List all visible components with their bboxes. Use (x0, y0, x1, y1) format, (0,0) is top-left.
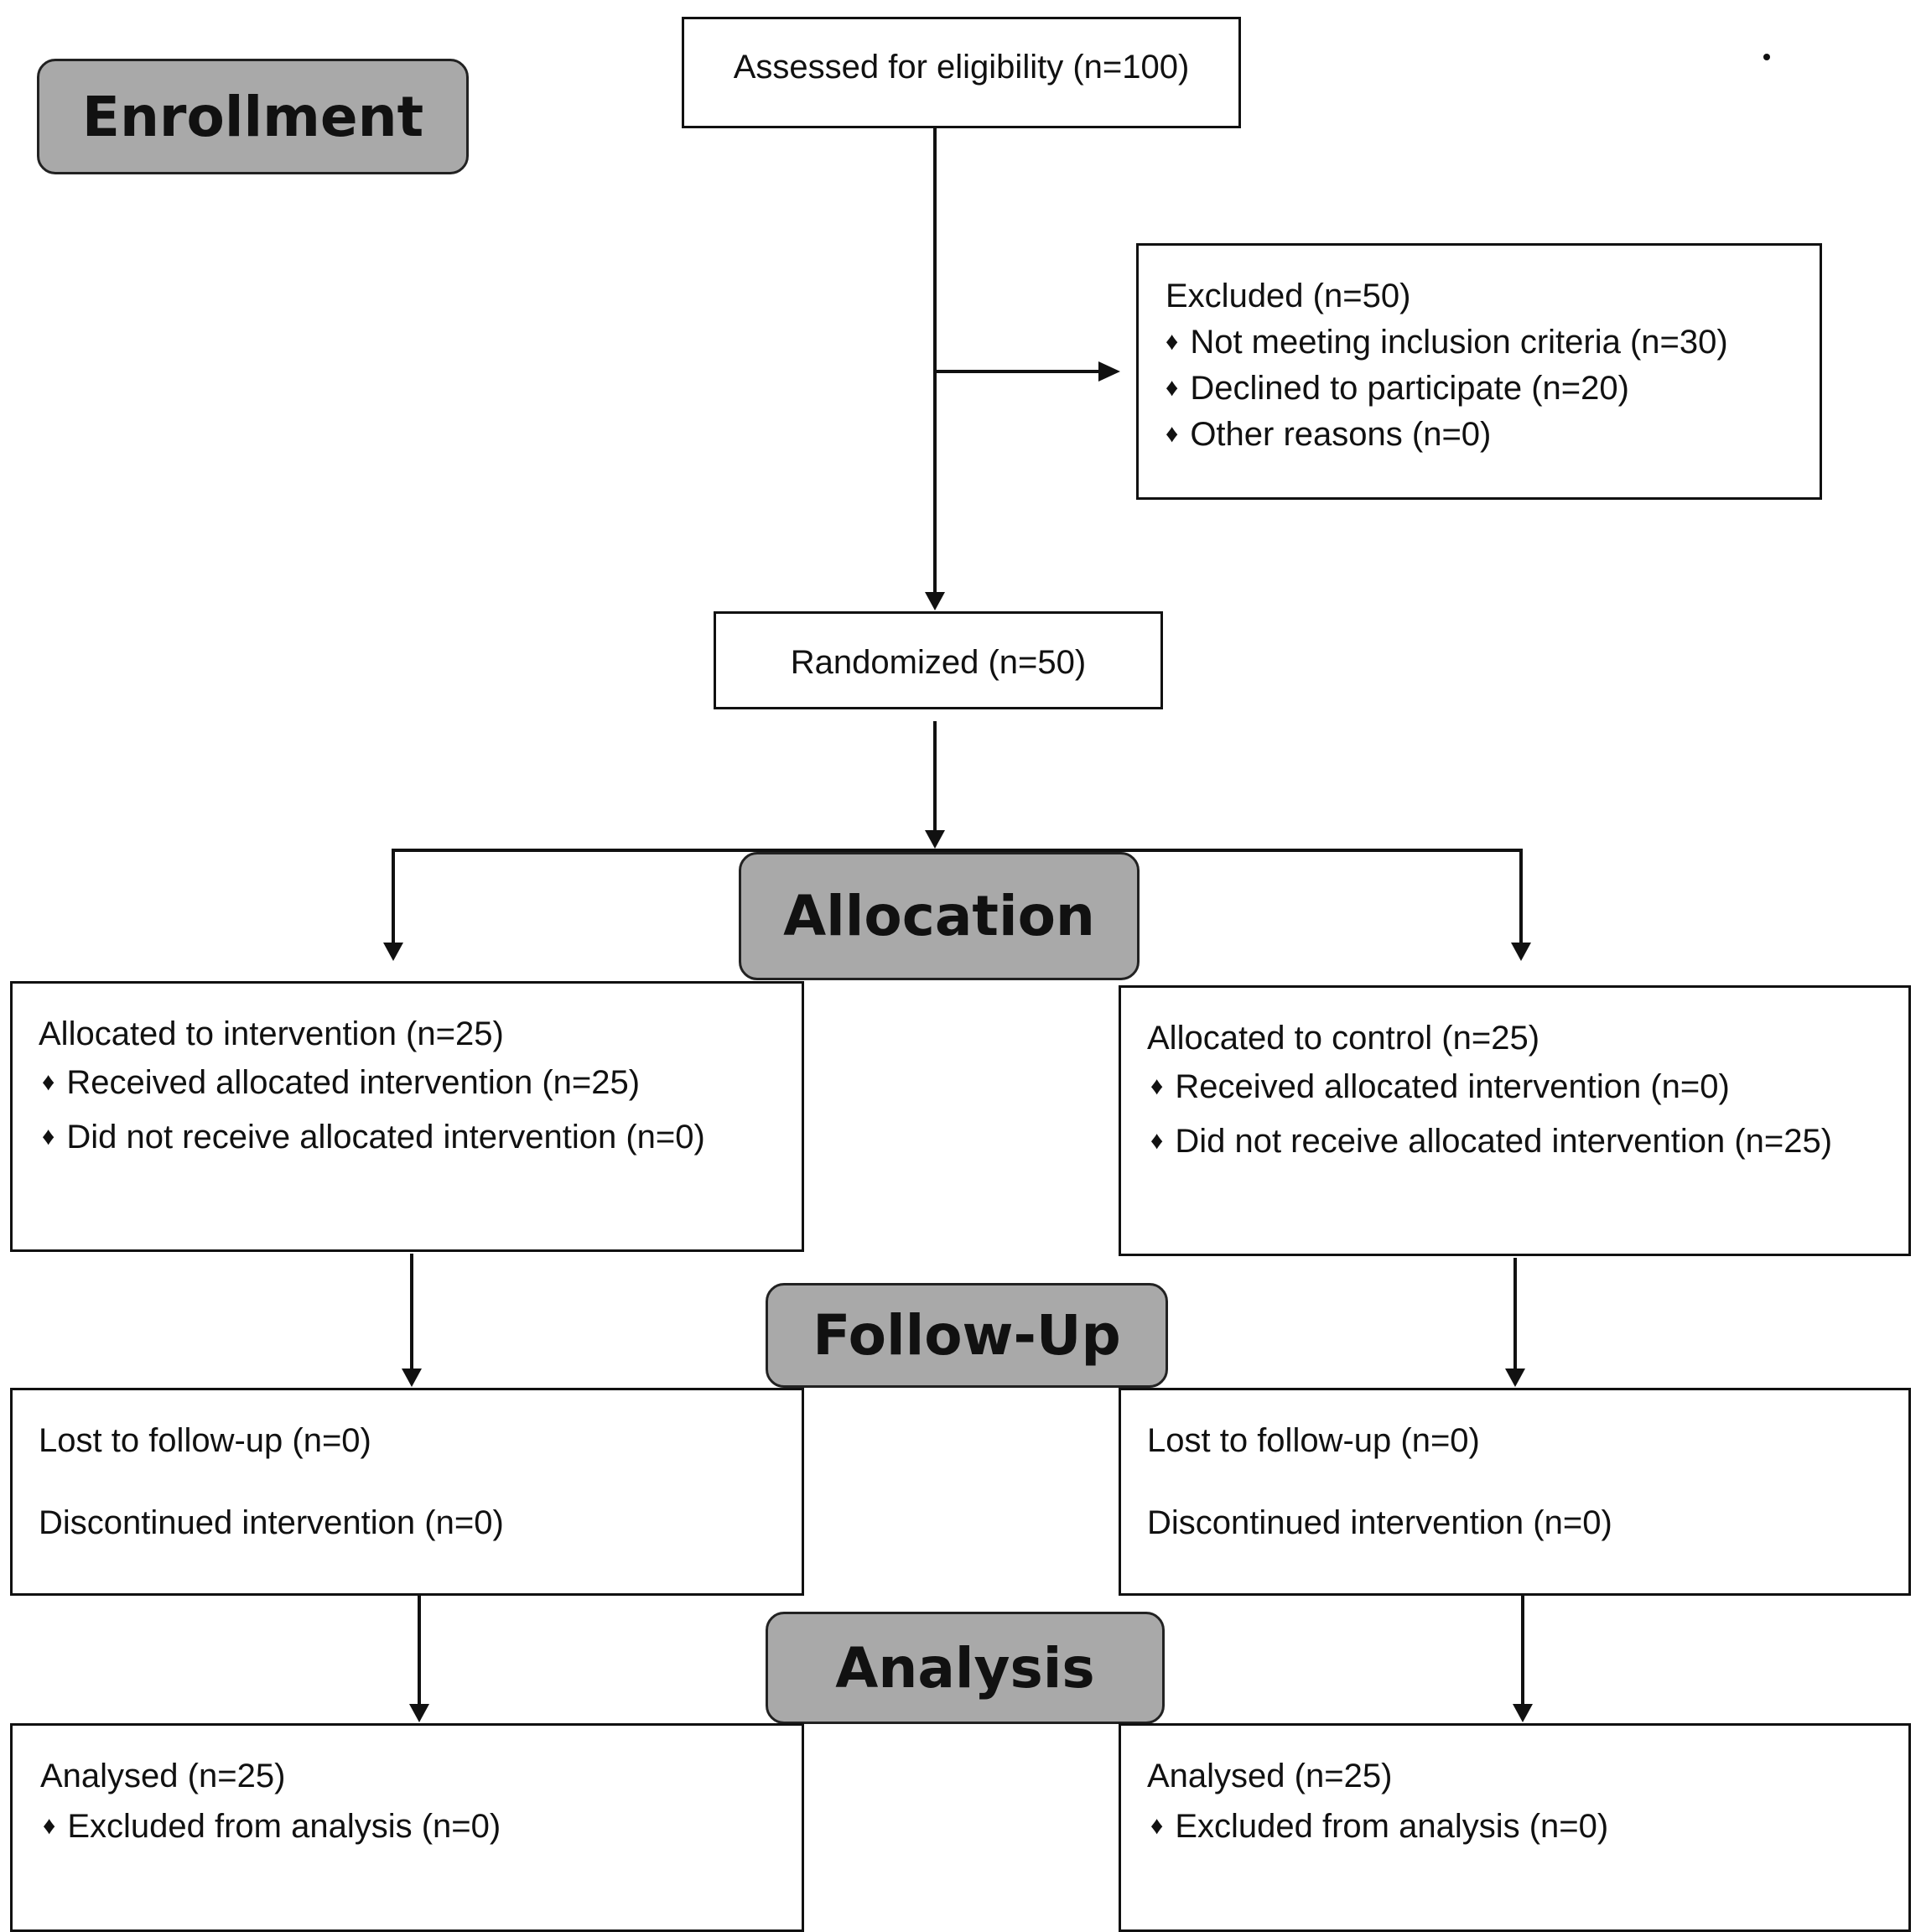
bullet-icon: ♦ (1166, 328, 1179, 356)
arrowhead-excluded (1098, 361, 1120, 382)
bullet-icon: ♦ (42, 1068, 55, 1096)
control-followup-box: Lost to follow-up (n=0) Discontinued int… (1119, 1388, 1911, 1596)
intervention-received: ♦ Received allocated intervention (n=25) (42, 1066, 640, 1099)
arrowhead-ctl-followup (1505, 1368, 1525, 1387)
control-lost: Lost to follow-up (n=0) (1147, 1422, 1480, 1459)
assessed-box: Assessed for eligibility (n=100) (682, 17, 1241, 128)
bullet-icon: ♦ (1166, 420, 1179, 448)
arrowhead-int-analysis (409, 1704, 429, 1722)
control-allocated: Allocated to control (n=25) (1147, 1020, 1540, 1057)
intervention-excluded-analysis: ♦ Excluded from analysis (n=0) (43, 1810, 501, 1843)
excluded-item: ♦ Other reasons (n=0) (1166, 418, 1491, 451)
control-received-text: Received allocated intervention (n=0) (1175, 1068, 1730, 1105)
intervention-received-text: Received allocated intervention (n=25) (66, 1064, 641, 1101)
arrowhead-int-followup (402, 1368, 422, 1387)
stage-analysis: Analysis (766, 1612, 1165, 1724)
arrowhead-randomized-down (925, 830, 945, 849)
control-not-received-text: Did not receive allocated intervention (… (1175, 1123, 1833, 1160)
assessed-text: Assessed for eligibility (n=100) (733, 49, 1190, 86)
arrowhead-randomized (925, 592, 945, 610)
arrowhead-ctl-analysis (1513, 1704, 1533, 1722)
intervention-excluded-analysis-text: Excluded from analysis (n=0) (67, 1808, 501, 1845)
control-analysis-box: Analysed (n=25) ♦ Excluded from analysis … (1119, 1723, 1911, 1932)
intervention-analysis-box: Analysed (n=25) ♦ Excluded from analysis … (10, 1723, 804, 1932)
excluded-box: Excluded (n=50) ♦ Not meeting inclusion c… (1136, 243, 1822, 500)
bullet-icon: ♦ (1150, 1127, 1164, 1155)
excluded-item: ♦ Not meeting inclusion criteria (n=30) (1166, 325, 1728, 359)
bullet-icon: ♦ (1166, 374, 1179, 402)
excluded-item: ♦ Declined to participate (n=20) (1166, 371, 1629, 405)
randomized-text: Randomized (n=50) (790, 644, 1087, 681)
stage-allocation: Allocation (739, 852, 1140, 980)
bullet-icon: ♦ (42, 1123, 55, 1150)
arrowhead-control (1511, 943, 1531, 961)
intervention-allocation-box: Allocated to intervention (n=25) ♦ Receiv… (10, 981, 804, 1252)
excluded-item-text: Not meeting inclusion criteria (n=30) (1190, 324, 1728, 361)
control-not-received: ♦ Did not receive allocated intervention … (1150, 1124, 1832, 1158)
control-excluded-analysis: ♦ Excluded from analysis (n=0) (1150, 1810, 1608, 1843)
intervention-lost: Lost to follow-up (n=0) (39, 1422, 371, 1459)
control-analysed: Analysed (n=25) (1147, 1758, 1393, 1794)
intervention-followup-box: Lost to follow-up (n=0) Discontinued int… (10, 1388, 804, 1596)
randomized-box: Randomized (n=50) (714, 611, 1163, 709)
control-allocation-box: Allocated to control (n=25) ♦ Received al… (1119, 985, 1911, 1256)
control-excluded-analysis-text: Excluded from analysis (n=0) (1175, 1808, 1609, 1845)
bullet-icon: ♦ (1150, 1812, 1164, 1840)
excluded-item-text: Declined to participate (n=20) (1190, 370, 1629, 407)
bullet-icon: ♦ (1150, 1072, 1164, 1100)
stage-followup: Follow-Up (766, 1283, 1168, 1388)
arrowhead-intervention (383, 943, 403, 961)
excluded-title: Excluded (n=50) (1166, 278, 1411, 314)
control-discontinued: Discontinued intervention (n=0) (1147, 1504, 1612, 1541)
stray-dot (1763, 54, 1770, 60)
stage-enrollment: Enrollment (37, 59, 469, 174)
bullet-icon: ♦ (43, 1812, 56, 1840)
intervention-analysed: Analysed (n=25) (40, 1758, 286, 1794)
intervention-allocated: Allocated to intervention (n=25) (39, 1015, 504, 1052)
split-connector (392, 849, 1523, 956)
intervention-not-received: ♦ Did not receive allocated intervention … (42, 1120, 705, 1154)
control-received: ♦ Received allocated intervention (n=0) (1150, 1070, 1730, 1104)
excluded-item-text: Other reasons (n=0) (1190, 416, 1492, 453)
intervention-not-received-text: Did not receive allocated intervention (… (66, 1119, 705, 1156)
intervention-discontinued: Discontinued intervention (n=0) (39, 1504, 504, 1541)
